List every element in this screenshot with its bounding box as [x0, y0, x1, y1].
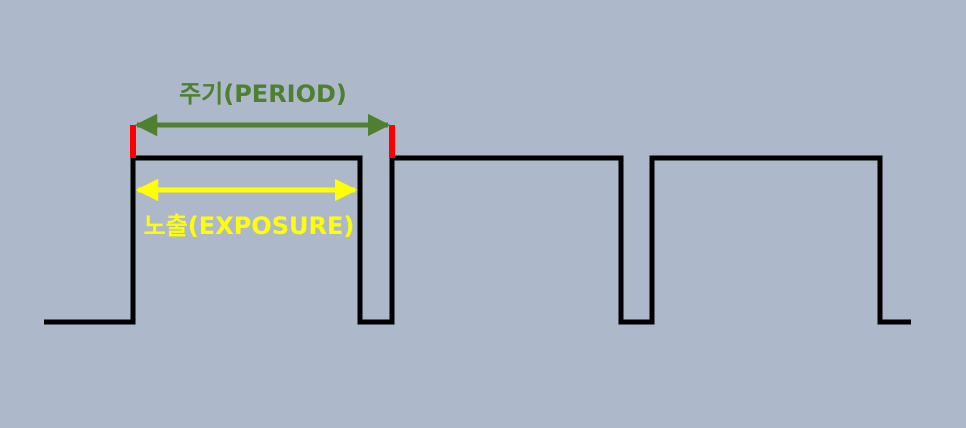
period-label: 주기(PERIOD): [179, 80, 347, 108]
pulse-waveform: [44, 155, 911, 325]
exposure-label: 노출(EXPOSURE): [144, 212, 355, 240]
